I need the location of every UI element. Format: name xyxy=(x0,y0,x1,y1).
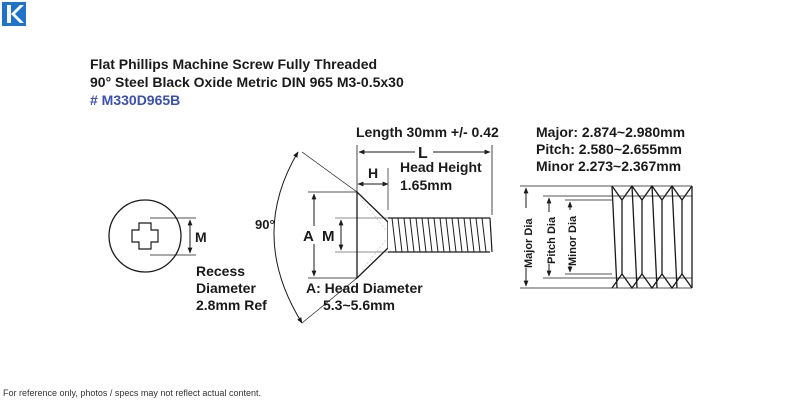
disclaimer: For reference only, photos / specs may n… xyxy=(3,388,261,398)
brand-logo xyxy=(2,2,26,26)
minor-spec: Minor 2.273~2.367mm xyxy=(536,158,681,174)
product-title: Flat Phillips Machine Screw Fully Thread… xyxy=(90,55,404,109)
recess-label-1: Recess xyxy=(196,263,245,279)
recess-label-2: Diameter xyxy=(196,280,256,296)
head-height-label-1: Head Height xyxy=(400,159,482,175)
major-spec: Major: 2.874~2.980mm xyxy=(536,124,685,140)
pitch-spec: Pitch: 2.580~2.655mm xyxy=(536,141,682,157)
title-line-1: Flat Phillips Machine Screw Fully Thread… xyxy=(90,56,378,72)
angle-label: 90° xyxy=(255,217,275,232)
head-diameter-label-2: 5.3~5.6mm xyxy=(323,297,395,313)
major-dia-label: Major Dia xyxy=(523,218,535,268)
recess-label-3: 2.8mm Ref xyxy=(196,297,267,313)
side-a-label: A xyxy=(303,228,314,245)
head-height-symbol: H xyxy=(368,165,378,181)
side-m-label: M xyxy=(322,228,335,245)
phillips-recess-icon xyxy=(131,222,159,250)
part-number: # M330D965B xyxy=(90,92,181,108)
head-top-view xyxy=(108,199,196,273)
head-view-m-label: M xyxy=(195,229,207,245)
length-symbol: L xyxy=(418,145,428,162)
pitch-dia-label: Pitch Dia xyxy=(546,216,558,264)
head-diameter-label-1: A: Head Diameter xyxy=(306,280,423,296)
minor-dia-label: Minor Dia xyxy=(567,215,579,266)
angle-arc xyxy=(273,151,358,324)
title-line-2: 90° Steel Black Oxide Metric DIN 965 M3-… xyxy=(90,74,404,90)
head-height-label-2: 1.65mm xyxy=(400,177,452,193)
length-label: Length 30mm +/- 0.42 xyxy=(356,124,499,140)
screw-side-view xyxy=(308,190,493,280)
